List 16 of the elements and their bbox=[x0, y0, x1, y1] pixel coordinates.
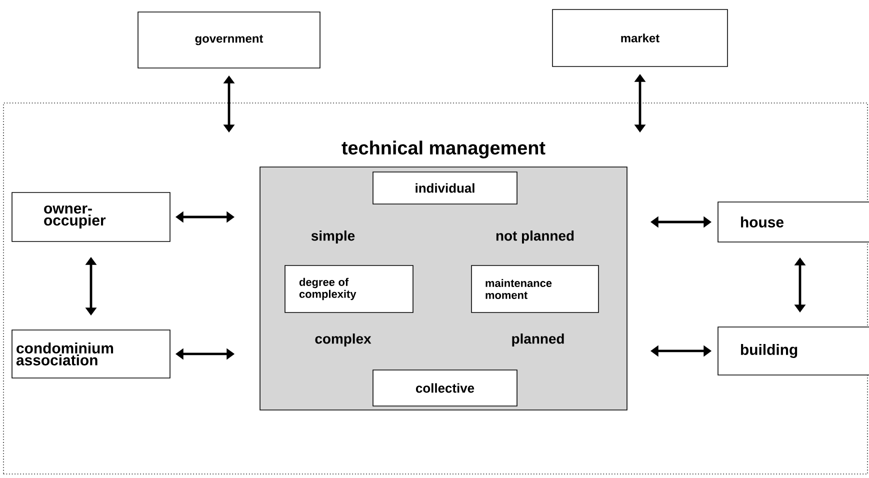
text-box: condominium association bbox=[12, 330, 170, 378]
label: not planned bbox=[496, 230, 574, 244]
text-box: degree of complexity bbox=[284, 265, 414, 313]
text-box: maintenance moment bbox=[471, 265, 599, 313]
label: complex bbox=[315, 334, 372, 346]
text-box: collective bbox=[372, 370, 518, 406]
label: planned bbox=[512, 334, 564, 346]
text-box: house bbox=[718, 202, 869, 242]
label: simple bbox=[311, 230, 355, 244]
text-box: government bbox=[138, 12, 320, 68]
dotted-frame bbox=[3, 102, 868, 474]
text-box: market bbox=[552, 9, 728, 67]
text-box: building bbox=[718, 326, 869, 376]
text-box: individual bbox=[372, 172, 518, 204]
node-label: technical management bbox=[342, 140, 546, 158]
text-box: owner-occupier bbox=[12, 192, 170, 242]
